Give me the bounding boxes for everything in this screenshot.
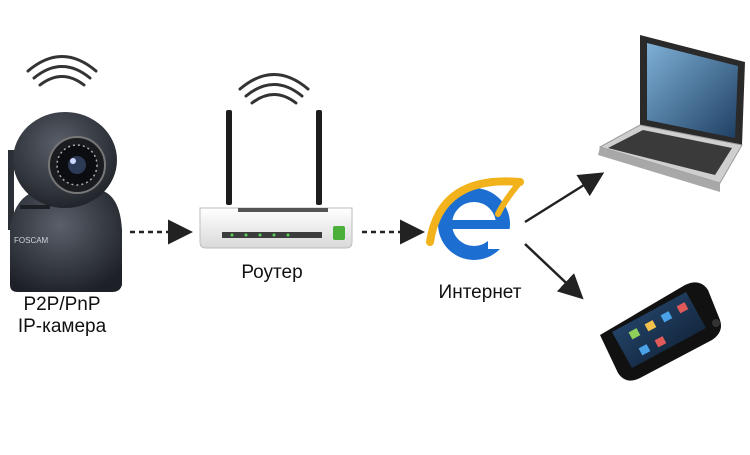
internet-label: Интернет — [438, 282, 522, 303]
camera-label: P2P/PnP IP-камера — [8, 294, 116, 338]
ip-camera-icon — [8, 112, 122, 292]
camera-brand-mark: FOSCAM — [14, 236, 49, 245]
wifi-signal-icon — [26, 55, 98, 87]
internet-globe-icon — [426, 177, 524, 260]
connection-arrow-internet-laptop — [524, 172, 605, 224]
connection-arrow-internet-phone — [524, 243, 584, 300]
wifi-signal-icon — [238, 73, 310, 105]
camera-label-line2: IP-камера — [17, 316, 107, 337]
smartphone-icon — [600, 282, 721, 381]
camera-label-line1: P2P/PnP — [23, 294, 101, 315]
laptop-icon — [598, 35, 745, 192]
router-icon — [199, 110, 353, 249]
router-label: Роутер — [241, 262, 303, 283]
